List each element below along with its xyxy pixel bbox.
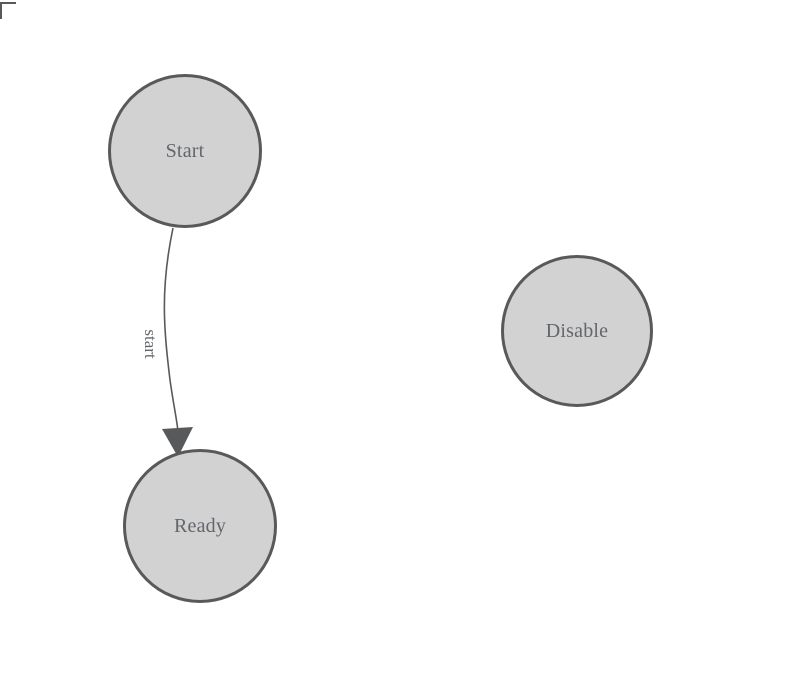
node-start-label: Start	[165, 139, 205, 162]
node-disable-label: Disable	[545, 319, 609, 342]
edge-label-start: start	[141, 329, 160, 359]
edge-path-start-to-ready	[163, 227, 179, 433]
node-start[interactable]: Start	[108, 74, 262, 228]
edge-start-to-ready[interactable]	[162, 227, 193, 457]
node-ready[interactable]: Ready	[123, 449, 277, 603]
node-ready-label: Ready	[173, 514, 227, 537]
arrowhead-icon	[162, 427, 193, 457]
node-disable[interactable]: Disable	[501, 255, 653, 407]
